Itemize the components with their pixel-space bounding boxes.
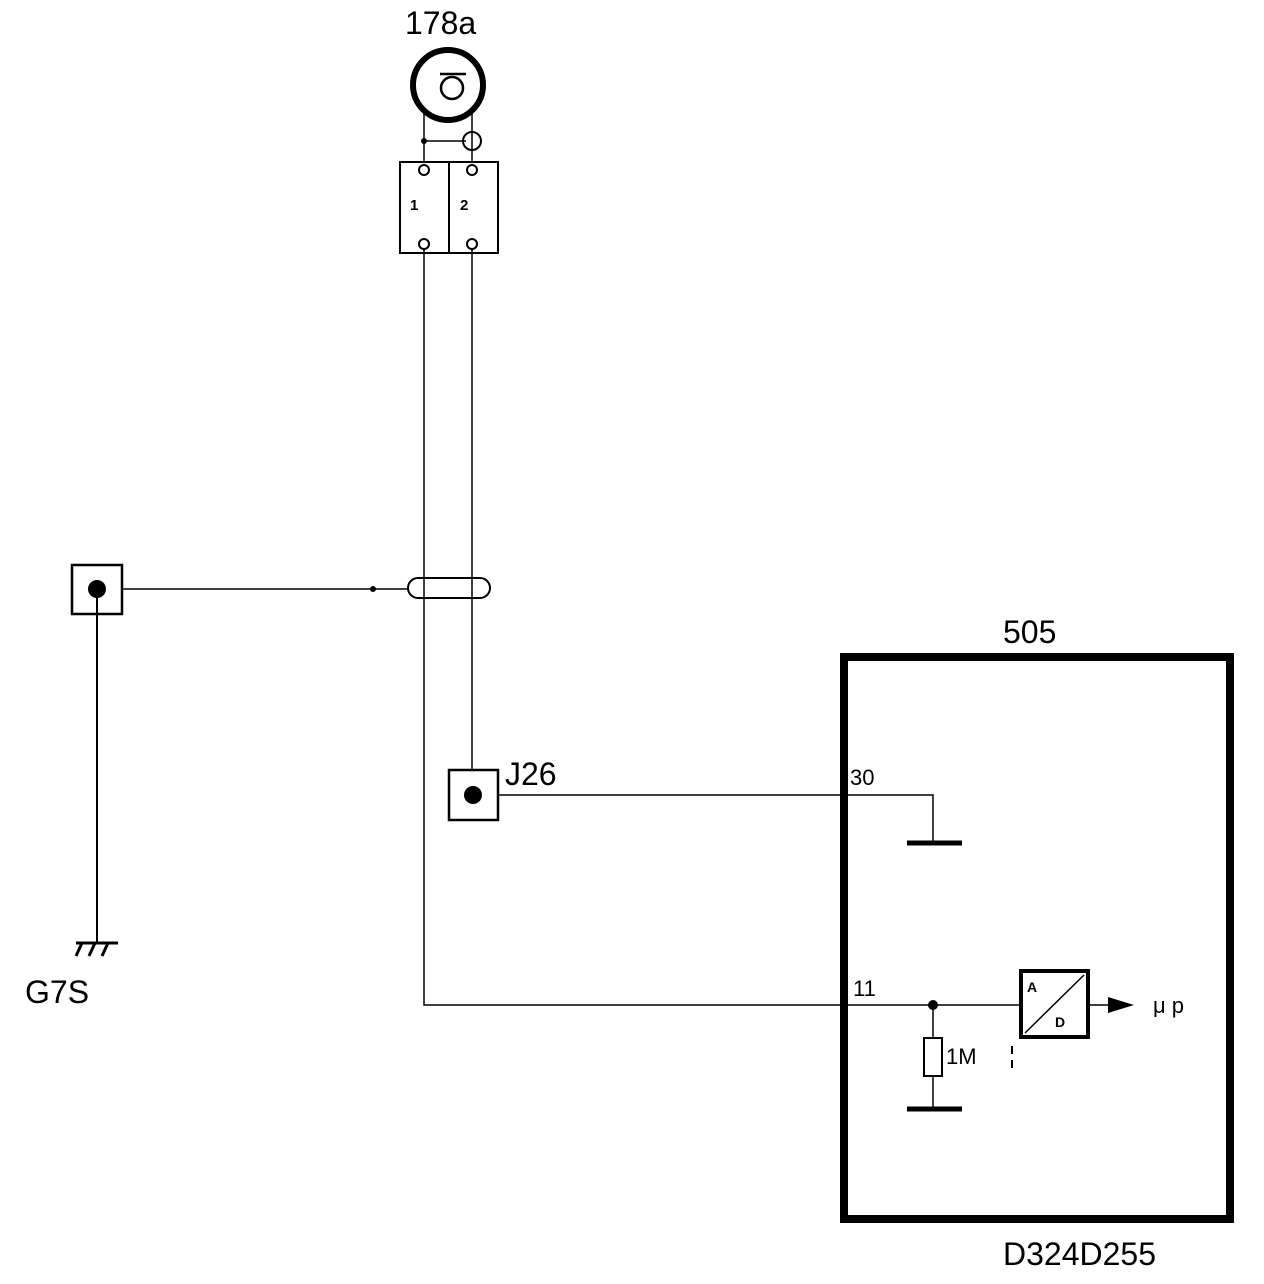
resistor-label: 1M — [946, 1044, 977, 1069]
resistor-1m — [923, 1037, 943, 1077]
shield-sleeve — [407, 577, 491, 599]
shield-drain-wire — [122, 586, 408, 592]
connector-pin-1-label: 1 — [410, 197, 418, 214]
ecu-pin-30-label: 30 — [850, 765, 874, 790]
ad-converter-input-label: A — [1027, 979, 1037, 995]
ecu-box — [840, 653, 1234, 1223]
ground-stud — [70, 563, 124, 943]
sensor-connector — [399, 161, 499, 254]
output-arrow-icon — [1108, 997, 1134, 1013]
ad-converter-output-label: D — [1055, 1014, 1065, 1030]
sensor-symbol — [410, 47, 486, 166]
wire-pin1 — [423, 249, 933, 1006]
j26-label: J26 — [505, 756, 557, 792]
ad-converter — [1019, 969, 1090, 1039]
sensor-label: 178a — [405, 5, 476, 41]
connector-pin-2-label: 2 — [460, 197, 468, 214]
ground-label: G7S — [25, 974, 89, 1010]
j26-connector — [447, 768, 500, 822]
microprocessor-label: μ p — [1153, 993, 1184, 1018]
wire-j26-to-ecu — [498, 794, 934, 843]
ecu-label: 505 — [1003, 614, 1056, 650]
ecu-pin-11-label: 11 — [853, 976, 876, 1001]
document-id: D324D255 — [1003, 1236, 1156, 1272]
chassis-ground-icon — [74, 941, 118, 957]
